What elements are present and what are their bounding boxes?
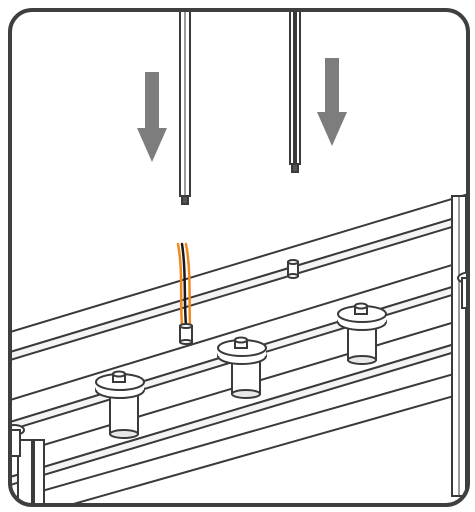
puck-4 [457, 271, 468, 309]
puck-1 [95, 370, 145, 439]
rail-top [10, 191, 468, 353]
threaded-rods [179, 10, 301, 205]
puck-3 [337, 302, 387, 365]
wire-orange-2 [184, 242, 192, 328]
puck-5 [10, 424, 25, 457]
wire-orange-1 [176, 242, 184, 328]
rail-bottom [10, 367, 468, 505]
frame-posts [17, 195, 467, 505]
panel-border [8, 8, 470, 507]
cable-wires [176, 242, 192, 328]
wire-connector [179, 323, 193, 345]
wire-black [180, 242, 188, 328]
rail-lower-face [10, 337, 468, 486]
post-left-back [33, 439, 45, 505]
rod-left [179, 10, 191, 205]
down-arrow-icon [137, 72, 167, 162]
down-arrow-icon [317, 58, 347, 146]
spindle-pucks [10, 271, 468, 457]
mounting-pin [287, 259, 299, 279]
puck-2 [217, 336, 267, 399]
post-left-front [17, 439, 33, 505]
rod-right [289, 10, 301, 173]
rail-top-face [10, 211, 468, 361]
